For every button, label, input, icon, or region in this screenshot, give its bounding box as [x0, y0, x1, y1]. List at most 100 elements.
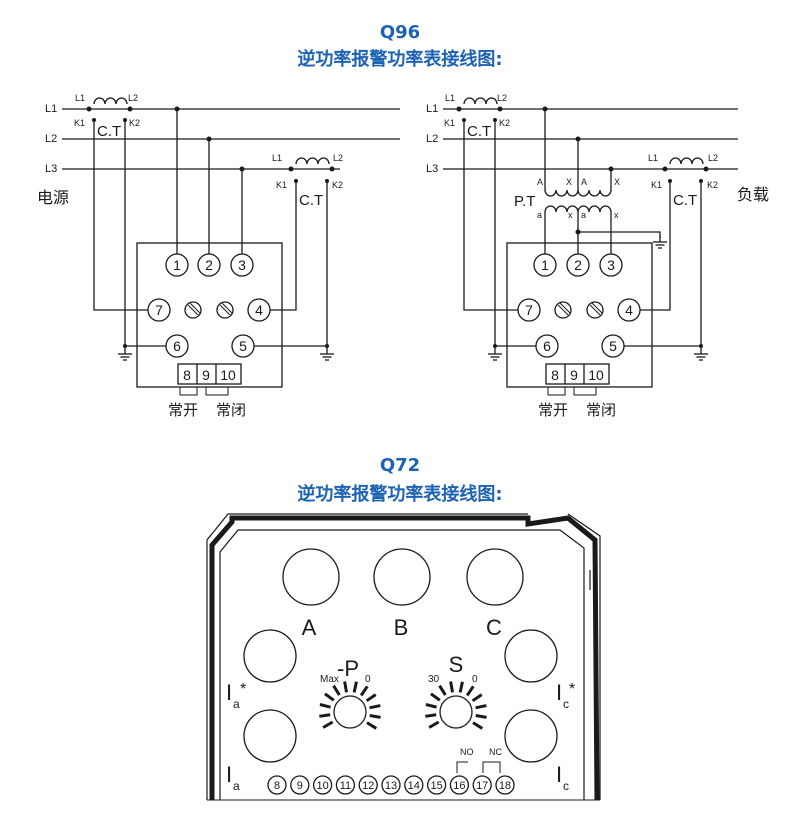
- bottom-terminal-number: 14: [408, 780, 420, 792]
- load-label: 负载: [737, 186, 769, 204]
- svg-text:4: 4: [625, 302, 633, 318]
- knob-tick: [471, 693, 483, 703]
- bottom-terminal-number: 9: [297, 780, 303, 792]
- bottom-terminal-number: 13: [385, 780, 397, 792]
- bottom-terminal-circle: [358, 775, 378, 795]
- q96-left-diagram: L1 L2 L3 电源 L1 L2 K1 K2 C.T L1 L2 K1 K2: [37, 93, 400, 419]
- svg-text:3: 3: [607, 257, 615, 273]
- svg-text:2: 2: [574, 257, 582, 273]
- q96-left-screw-a: [184, 301, 202, 319]
- bottom-terminal-circle: [426, 775, 447, 795]
- phase-label-c: C: [486, 615, 502, 640]
- phase-label-b: B: [394, 615, 409, 640]
- q96-right-terminal-4: 4: [617, 298, 641, 322]
- svg-text:a: a: [581, 210, 586, 220]
- q96-left-terminal-1: 1: [165, 253, 189, 277]
- knob-tick: [465, 685, 475, 697]
- svg-text:*: *: [240, 681, 246, 698]
- bottom-terminal-number: 10: [316, 780, 328, 792]
- svg-text:L2: L2: [128, 93, 138, 103]
- knob-tick: [425, 713, 437, 718]
- svg-text:*: *: [569, 681, 575, 698]
- knob-tick: [366, 721, 378, 730]
- svg-text:2: 2: [205, 257, 213, 273]
- svg-text:P.T: P.T: [514, 193, 535, 210]
- svg-text:L2: L2: [497, 93, 507, 103]
- svg-text:X: X: [566, 177, 572, 187]
- knob-tick: [359, 685, 369, 697]
- svg-text:9: 9: [570, 367, 578, 383]
- svg-text:C.T: C.T: [467, 123, 491, 140]
- label-ic: I c: [556, 762, 569, 793]
- svg-text:NC: NC: [489, 747, 502, 757]
- knob-tick: [472, 721, 484, 730]
- bottom-terminal-circle: [495, 775, 515, 795]
- svg-text:Max: Max: [320, 674, 339, 685]
- svg-text:L1: L1: [75, 93, 85, 103]
- relay-contact-markers: NO NC: [456, 747, 502, 773]
- bottom-terminal-number: 16: [453, 780, 465, 792]
- current-transformer-l3: L1 L2 K1 K2 C.T: [272, 153, 343, 209]
- q96-right-terminal-1: 1: [533, 253, 557, 277]
- svg-text:5: 5: [609, 338, 617, 354]
- svg-text:6: 6: [173, 338, 181, 354]
- svg-text:7: 7: [155, 302, 163, 318]
- terminal-ia-hole: [243, 709, 297, 763]
- line-label-l1: L1: [45, 103, 57, 115]
- knob-tick: [458, 681, 464, 693]
- bottom-terminal-circle: [404, 775, 424, 795]
- svg-text:10: 10: [220, 367, 236, 383]
- svg-text:L2: L2: [333, 153, 343, 163]
- q96-right-diagram: L1 L2 L3 负载 L1 L2 K1 K2 C.T L1 L2 K1 K2 …: [426, 93, 769, 419]
- q96-right-screw-a: [554, 301, 572, 319]
- q96-right-screw-b: [586, 301, 604, 319]
- knob-tick: [332, 684, 341, 696]
- knob-tick: [438, 684, 447, 696]
- current-transformer-l3-right: L1 L2 K1 K2 C.T: [648, 153, 718, 209]
- svg-text:K1: K1: [276, 180, 287, 190]
- svg-text:C.T: C.T: [299, 192, 323, 209]
- svg-text:常闭: 常闭: [586, 402, 616, 419]
- knob-tick: [322, 720, 334, 729]
- knob-tick: [475, 704, 487, 710]
- svg-text:x: x: [614, 210, 619, 220]
- svg-text:K2: K2: [332, 180, 343, 190]
- svg-text:K1: K1: [651, 180, 662, 190]
- bottom-terminal-circle: [335, 775, 356, 795]
- svg-text:L1: L1: [648, 153, 658, 163]
- q96-left-terminal-6: 6: [165, 334, 189, 358]
- svg-text:5: 5: [239, 338, 247, 354]
- q96-left-terminal-4: 4: [247, 298, 271, 322]
- q96-diagram-title: 逆功率报警功率表接线图:: [297, 49, 503, 70]
- svg-text:10: 10: [588, 367, 604, 383]
- svg-text:K1: K1: [444, 118, 455, 128]
- phase-label-a: A: [302, 615, 317, 640]
- normally-open-label: 常开: [168, 402, 198, 419]
- svg-text:L2: L2: [708, 153, 718, 163]
- bottom-terminal-circle: [290, 775, 310, 795]
- svg-text:a: a: [233, 779, 240, 793]
- q96-right-relay-terminals: 8 9 10 常开 常闭: [538, 363, 616, 419]
- svg-text:a: a: [233, 697, 240, 711]
- label-ia: I a: [226, 762, 240, 793]
- svg-text:8: 8: [183, 367, 191, 383]
- q96-right-terminal-7: 7: [517, 298, 541, 322]
- svg-text:7: 7: [525, 302, 533, 318]
- svg-text:常开: 常开: [538, 402, 568, 419]
- knob-tick: [475, 713, 487, 719]
- svg-text:A: A: [581, 177, 587, 187]
- svg-text:c: c: [563, 779, 569, 793]
- bottom-terminal-circle: [449, 775, 470, 795]
- q96-left-screw-b: [216, 301, 234, 319]
- bottom-terminal-circle: [312, 775, 333, 795]
- bottom-terminal-number: 11: [340, 780, 351, 792]
- svg-text:3: 3: [238, 257, 246, 273]
- q72-diagram-title: 逆功率报警功率表接线图:: [297, 484, 503, 505]
- line-label-l3: L3: [45, 163, 57, 175]
- bottom-terminal-circle: [472, 775, 492, 795]
- terminal-a-hole: [282, 548, 340, 606]
- svg-text:L2: L2: [426, 133, 438, 145]
- svg-text:I: I: [226, 680, 232, 705]
